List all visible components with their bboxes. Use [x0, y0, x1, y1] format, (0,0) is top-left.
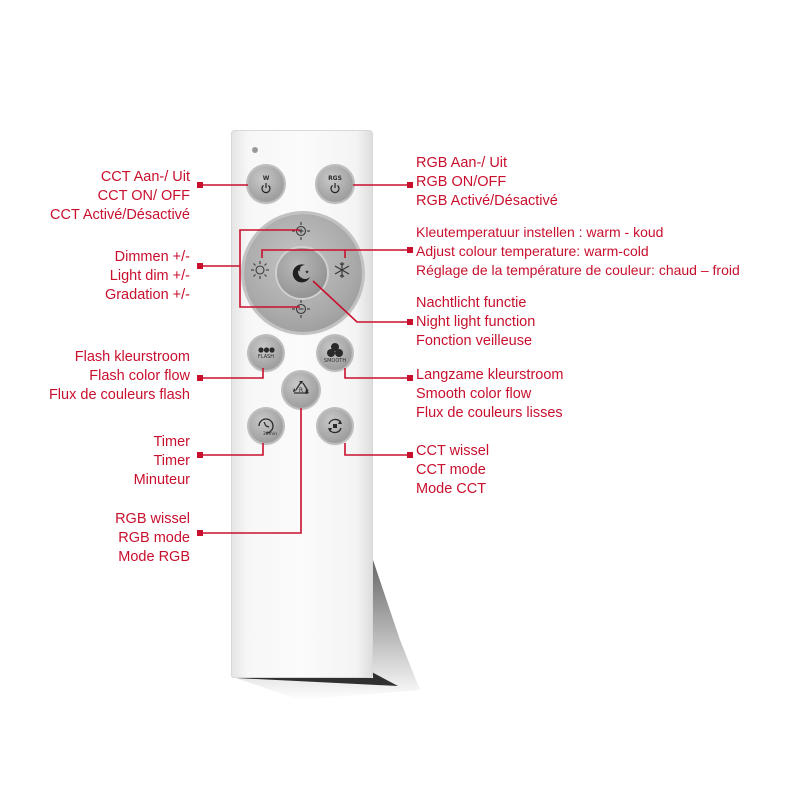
- rgb-mode-button-text: R: [299, 387, 303, 394]
- cct-power-button-text: W: [262, 174, 270, 182]
- smooth-button[interactable]: SMOOTH: [318, 336, 352, 370]
- label-line: Night light function: [416, 314, 536, 330]
- label-line: CCT Aan-/ Uit: [100, 169, 190, 185]
- label-line: Réglage de la température de couleur: ch…: [416, 262, 740, 278]
- label-line: CCT mode: [416, 462, 486, 478]
- label-line: RGB ON/OFF: [416, 174, 507, 190]
- cct-power-button[interactable]: W: [248, 166, 284, 202]
- moon-night-icon: [292, 264, 310, 283]
- label-line: Adjust colour temperature: warm-cold: [416, 243, 649, 259]
- label-line: Minuteur: [133, 472, 190, 488]
- label-line: RGB mode: [118, 530, 190, 546]
- label-cct-power: CCT Aan-/ Uit CCT ON/ OFF CCT Activé/Dés…: [50, 168, 190, 225]
- label-line: Timer: [153, 434, 190, 450]
- label-line: RGB Activé/Désactivé: [416, 193, 558, 209]
- warm-light-button[interactable]: [250, 260, 270, 280]
- label-line: Gradation +/-: [104, 287, 190, 303]
- rgb-power-button[interactable]: RGS: [317, 166, 353, 202]
- label-rgb-power: RGB Aan-/ Uit RGB ON/OFF RGB Activé/Désa…: [416, 154, 558, 211]
- power-icon: [261, 182, 271, 193]
- label-line: Fonction veilleuse: [416, 333, 533, 349]
- night-light-button[interactable]: [277, 248, 327, 298]
- timer-button[interactable]: 30min: [249, 409, 283, 443]
- cold-light-button[interactable]: [332, 260, 352, 280]
- label-line: Dimmen +/-: [114, 249, 190, 265]
- label-line: Light dim +/-: [109, 268, 190, 284]
- brightness-up-button[interactable]: [290, 220, 312, 242]
- label-dimmer: Dimmen +/- Light dim +/- Gradation +/-: [105, 248, 190, 305]
- label-line: Timer: [153, 453, 190, 469]
- label-timer: Timer Timer Minuteur: [134, 433, 190, 490]
- status-led: [252, 147, 258, 153]
- label-cct-mode: CCT wissel CCT mode Mode CCT: [416, 442, 489, 499]
- power-icon: [330, 182, 340, 193]
- label-line: CCT Activé/Désactivé: [50, 207, 190, 223]
- cct-mode-button[interactable]: [318, 409, 352, 443]
- label-line: Kleutemperatuur instellen : warm - koud: [416, 224, 664, 240]
- brightness-down-button[interactable]: [290, 298, 312, 320]
- label-line: Smooth color flow: [416, 386, 532, 402]
- label-night-light: Nachtlicht functie Night light function …: [416, 294, 535, 351]
- label-smooth: Langzame kleurstroom Smooth color flow F…: [416, 366, 564, 423]
- brightness-down-icon: [292, 300, 310, 318]
- color-circles-icon: [327, 343, 343, 357]
- label-line: Flash kleurstroom: [74, 349, 190, 365]
- recycle-arrows-icon: R: [293, 381, 309, 394]
- dots-icon: [258, 347, 275, 353]
- brightness-up-icon: [292, 222, 310, 240]
- label-line: Flash color flow: [89, 368, 190, 384]
- label-colour-temp: Kleutemperatuur instellen : warm - koud …: [416, 223, 740, 280]
- snowflake-icon: [334, 262, 350, 278]
- label-rgb-mode: RGB wissel RGB mode Mode RGB: [115, 510, 190, 567]
- label-flash: Flash kleurstroom Flash color flow Flux …: [49, 348, 190, 405]
- timer-icon: 30min: [258, 418, 277, 436]
- label-line: CCT wissel: [416, 443, 490, 459]
- label-line: RGB wissel: [115, 511, 190, 527]
- cct-cycle-icon: [328, 418, 342, 434]
- timer-button-text: 30min: [263, 431, 277, 436]
- label-line: Mode RGB: [118, 549, 190, 565]
- rgb-power-button-text: RGS: [328, 174, 342, 182]
- label-line: Mode CCT: [416, 481, 487, 497]
- label-line: Langzame kleurstroom: [416, 367, 564, 383]
- flash-button-text: FLASH: [257, 354, 275, 360]
- rgb-mode-button[interactable]: R: [283, 372, 319, 408]
- label-line: CCT ON/ OFF: [97, 188, 190, 204]
- label-line: Nachtlicht functie: [416, 295, 527, 311]
- warm-sun-icon: [251, 261, 269, 279]
- smooth-button-text: SMOOTH: [323, 358, 347, 364]
- label-line: Flux de couleurs lisses: [416, 405, 563, 421]
- label-line: Flux de couleurs flash: [48, 387, 190, 403]
- label-line: RGB Aan-/ Uit: [416, 155, 508, 171]
- flash-button[interactable]: FLASH: [249, 336, 283, 370]
